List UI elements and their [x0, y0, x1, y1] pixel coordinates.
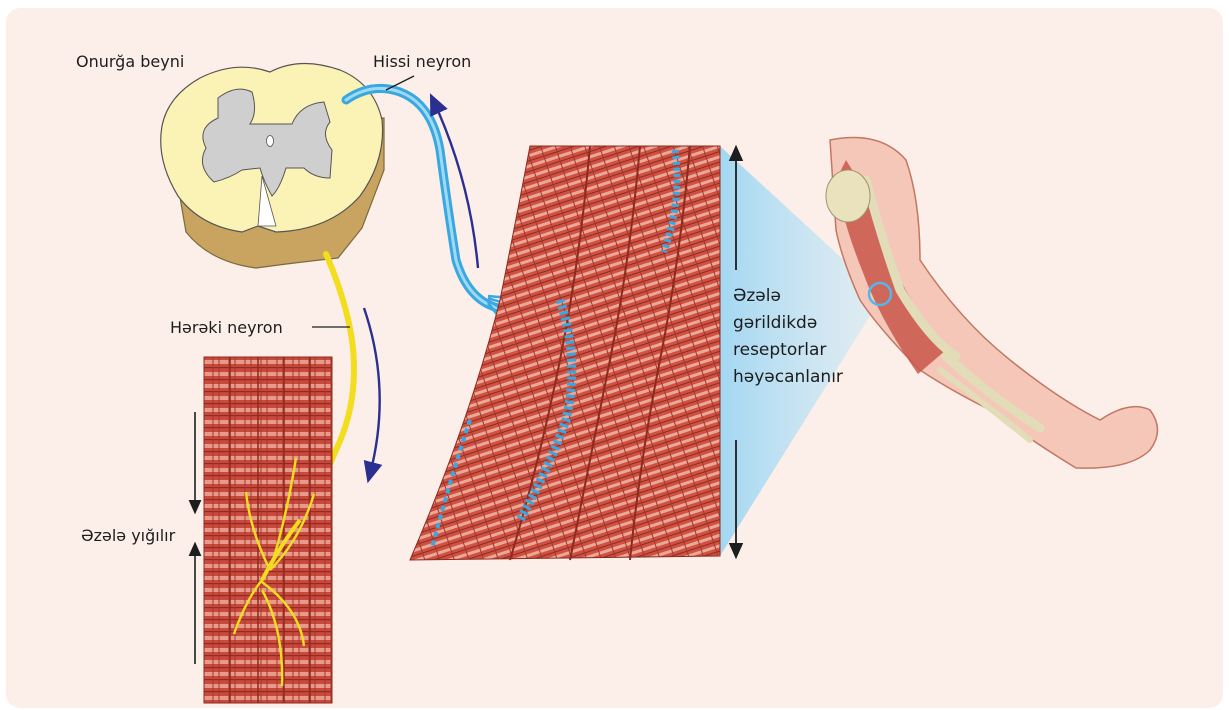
caption-line: Əzələ	[733, 283, 843, 310]
caption-line: reseptorlar	[733, 337, 843, 364]
spinal-cord-label: Onurğa beyni	[76, 52, 184, 71]
caption-line: gərildikdə	[733, 310, 843, 337]
caption-line: həyəcanlanır	[733, 364, 843, 391]
muscle-spindle-block	[410, 146, 720, 560]
stretch-caption: Əzələ gərildikdə reseptorlar həyəcanlanı…	[733, 283, 843, 391]
motor-neuron-label: Hərəki neyron	[170, 318, 283, 337]
contracting-muscle-block	[204, 357, 332, 703]
arm-illustration	[826, 138, 1158, 469]
sensory-neuron-label: Hissi neyron	[373, 52, 471, 71]
motor-signal-arrow	[364, 308, 380, 474]
muscle-contracts-label: Əzələ yığılır	[81, 526, 175, 545]
